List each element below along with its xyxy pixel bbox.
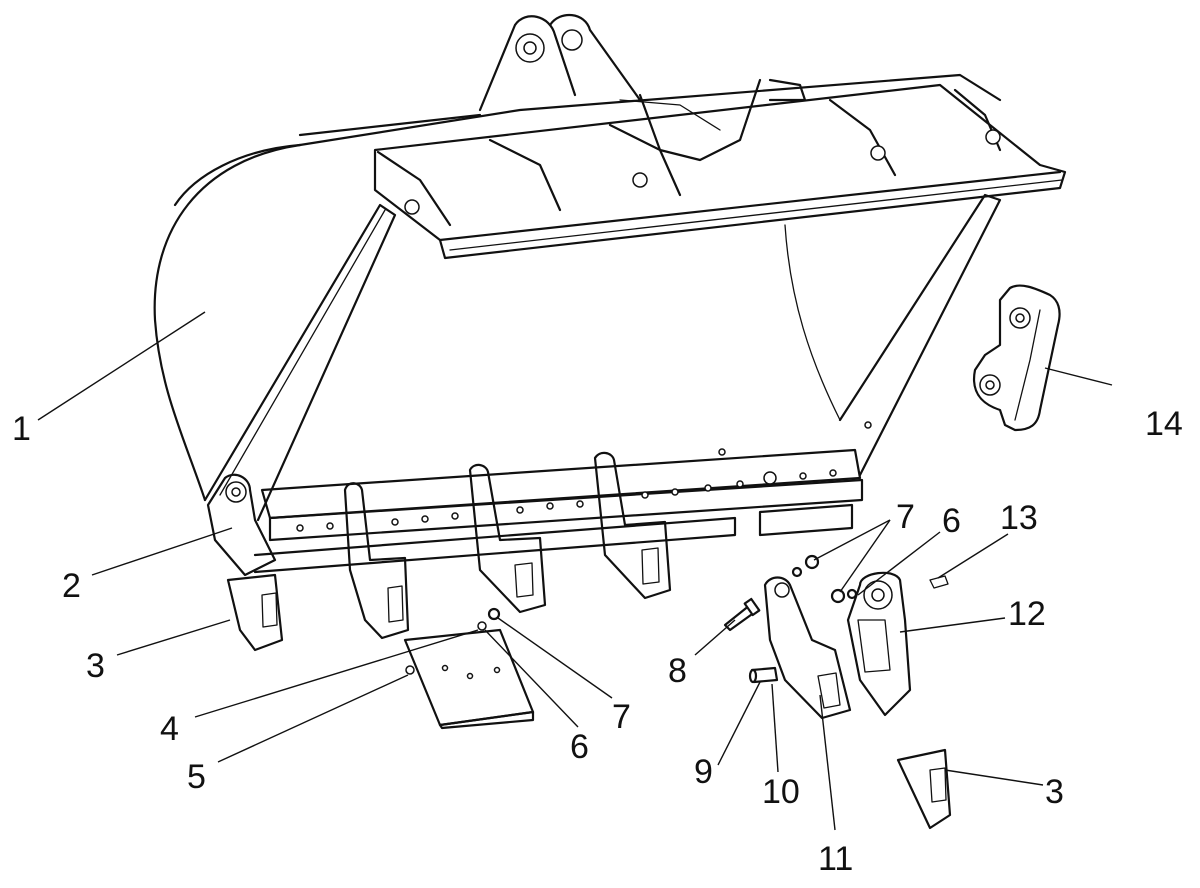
- callout-3-left: 3: [86, 647, 105, 685]
- callout-14: 14: [1145, 405, 1183, 443]
- callout-3-right: 3: [1045, 773, 1064, 811]
- bucket-teeth: [343, 451, 672, 640]
- callout-4: 4: [160, 710, 179, 748]
- callout-11: 11: [818, 840, 853, 878]
- callout-9: 9: [694, 753, 713, 791]
- callout-7-right: 7: [896, 498, 915, 536]
- callout-12: 12: [1008, 595, 1046, 633]
- callout-6-right: 6: [942, 502, 961, 540]
- bucket-body: [153, 73, 1002, 574]
- leader-lines: [37, 311, 1113, 831]
- callout-10: 10: [762, 773, 800, 811]
- callout-13: 13: [1000, 499, 1038, 537]
- callout-1: 1: [12, 410, 31, 448]
- side-wear-block: [972, 284, 1061, 432]
- side-shank-parts: [723, 554, 952, 830]
- callout-7-left: 7: [612, 698, 631, 736]
- callout-8: 8: [668, 652, 687, 690]
- callout-labels: 1 2 3 4 5 6 7 7 6 13 12 8 9 10 11 3 14: [12, 405, 1183, 878]
- side-cutter-assembly: [206, 473, 284, 652]
- callout-6-left: 6: [570, 728, 589, 766]
- cutting-edge-bolt-holes: [296, 421, 872, 532]
- callout-2: 2: [62, 567, 81, 605]
- top-mount-bracket: [373, 14, 1067, 260]
- wear-plate: [403, 607, 535, 730]
- callout-5: 5: [187, 758, 206, 796]
